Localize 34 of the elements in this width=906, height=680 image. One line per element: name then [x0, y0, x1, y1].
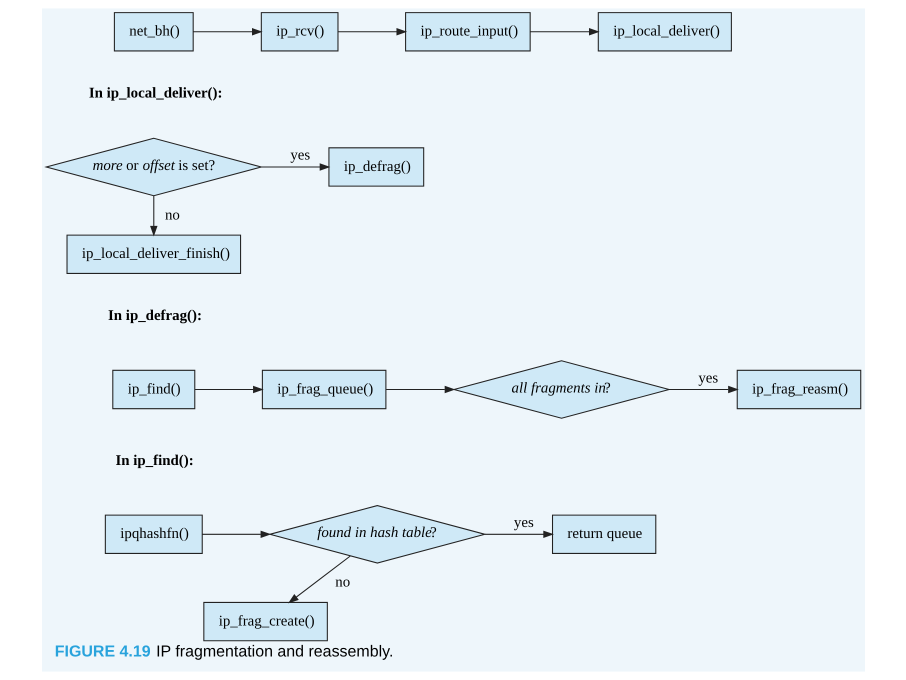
- label: In ip_defrag():: [108, 308, 202, 324]
- caption: FIGURE 4.19 IP fragmentation and reassembly.: [54, 644, 393, 661]
- arrow: [150, 196, 158, 237]
- node-box: ip_local_deliver_finish(): [66, 234, 241, 274]
- arrow: [192, 28, 262, 36]
- arrow: [202, 530, 271, 538]
- node-box: ip_defrag(): [328, 147, 424, 187]
- label: In ip_find():: [114, 452, 194, 469]
- edge-label: yes: [290, 148, 310, 164]
- node-box: ip_frag_reasm(): [736, 370, 861, 410]
- node-box: net_bh(): [113, 12, 194, 52]
- arrow: [260, 163, 330, 171]
- edge-label: yes: [513, 515, 534, 532]
- arrow: [484, 530, 554, 538]
- node-box: ip_route_input(): [404, 12, 530, 52]
- edge-label: no: [334, 574, 350, 591]
- arrow: [668, 386, 738, 394]
- node-box: ip_frag_create(): [202, 602, 328, 642]
- label: In ip_local_deliver():: [88, 85, 222, 102]
- arrow: [386, 386, 455, 394]
- arrow: [530, 28, 600, 36]
- node-box: ip_local_deliver(): [597, 12, 732, 52]
- edge-label: no: [164, 207, 180, 224]
- node-diamond: more or offset is set?: [44, 138, 263, 196]
- node-box: ip_frag_queue(): [261, 370, 386, 410]
- arrow: [194, 386, 264, 394]
- node-box: ipqhashfn(): [104, 514, 202, 554]
- arrow: [338, 28, 407, 36]
- node-box: return queue: [551, 514, 656, 554]
- edge-label: yes: [698, 370, 718, 386]
- node-box: ip_rcv(): [260, 12, 338, 52]
- node-box: ip_find(): [112, 370, 195, 410]
- arrow: [288, 556, 350, 604]
- node-diamond: found in hash table?: [267, 505, 486, 564]
